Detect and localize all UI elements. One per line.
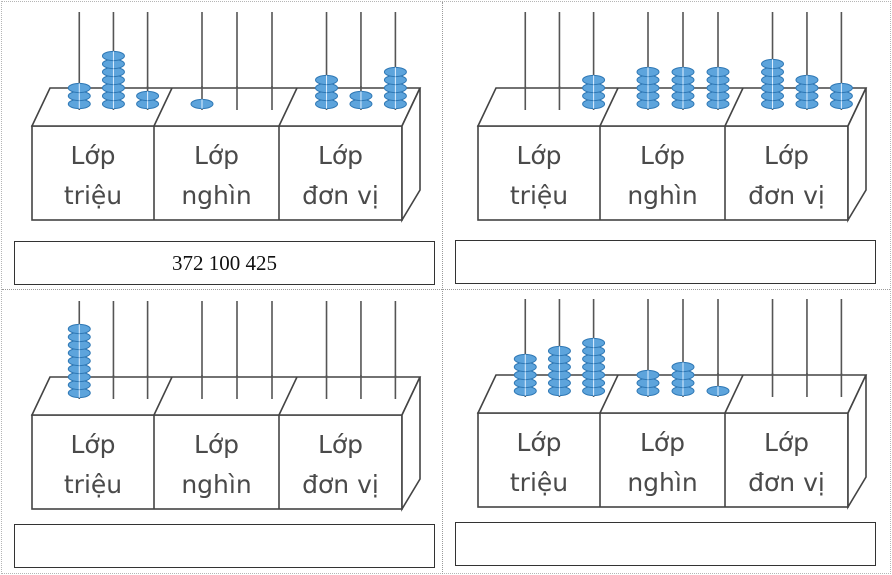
abacus-1: Lớp triệu Lớp nghìn Lớp đơn vị	[30, 12, 422, 223]
class-label-don-vi: đơn vị	[302, 181, 379, 210]
section-divider-top	[153, 87, 173, 127]
section-divider-top	[278, 87, 298, 127]
section-divider-top	[599, 87, 619, 127]
class-label-nghin: nghìn	[627, 181, 697, 210]
answer-box-4[interactable]	[455, 522, 876, 566]
class-label-lop: Lớp	[194, 430, 239, 459]
box-top	[476, 374, 868, 414]
class-label-trieu: triệu	[64, 470, 122, 499]
box-top	[30, 376, 422, 416]
class-label-lop: Lớp	[70, 430, 115, 459]
answer-text-1: 372 100 425	[172, 250, 277, 275]
abacus-4: Lớp triệu Lớp nghìn Lớp đơn vị	[476, 299, 868, 510]
section-divider-top	[153, 376, 173, 416]
class-label-trieu: triệu	[510, 181, 568, 210]
box-side	[847, 374, 867, 510]
class-label-lop: Lớp	[318, 430, 363, 459]
class-label-nghin: nghìn	[181, 470, 251, 499]
class-label-lop: Lớp	[318, 141, 363, 170]
section-divider-top	[599, 374, 619, 414]
class-label-lop: Lớp	[640, 141, 685, 170]
box-side	[847, 87, 867, 223]
class-label-lop: Lớp	[516, 428, 561, 457]
class-label-lop: Lớp	[516, 141, 561, 170]
box-side	[401, 87, 421, 223]
class-label-trieu: triệu	[64, 181, 122, 210]
class-label-lop: Lớp	[194, 141, 239, 170]
class-label-don-vi: đơn vị	[748, 181, 825, 210]
abacus-3: Lớp triệu Lớp nghìn Lớp đơn vị	[30, 301, 422, 512]
box-front	[477, 412, 849, 508]
answer-box-2[interactable]	[455, 240, 876, 284]
class-label-don-vi: đơn vị	[748, 468, 825, 497]
class-label-nghin: nghìn	[181, 181, 251, 210]
class-label-lop: Lớp	[764, 428, 809, 457]
section-divider-top	[278, 376, 298, 416]
class-label-nghin: nghìn	[627, 468, 697, 497]
abacus-2: Lớp triệu Lớp nghìn Lớp đơn vị	[476, 12, 868, 223]
class-label-lop: Lớp	[640, 428, 685, 457]
class-label-don-vi: đơn vị	[302, 470, 379, 499]
horizontal-divider	[2, 289, 890, 290]
section-divider-top	[724, 87, 744, 127]
answer-box-3[interactable]	[14, 524, 435, 568]
vertical-divider	[442, 2, 443, 574]
class-label-trieu: triệu	[510, 468, 568, 497]
class-label-lop: Lớp	[764, 141, 809, 170]
section-divider-top	[724, 374, 744, 414]
class-label-lop: Lớp	[70, 141, 115, 170]
box-front	[477, 125, 849, 221]
box-side	[401, 376, 421, 512]
box-front	[31, 414, 403, 510]
answer-box-1[interactable]: 372 100 425	[14, 241, 435, 285]
